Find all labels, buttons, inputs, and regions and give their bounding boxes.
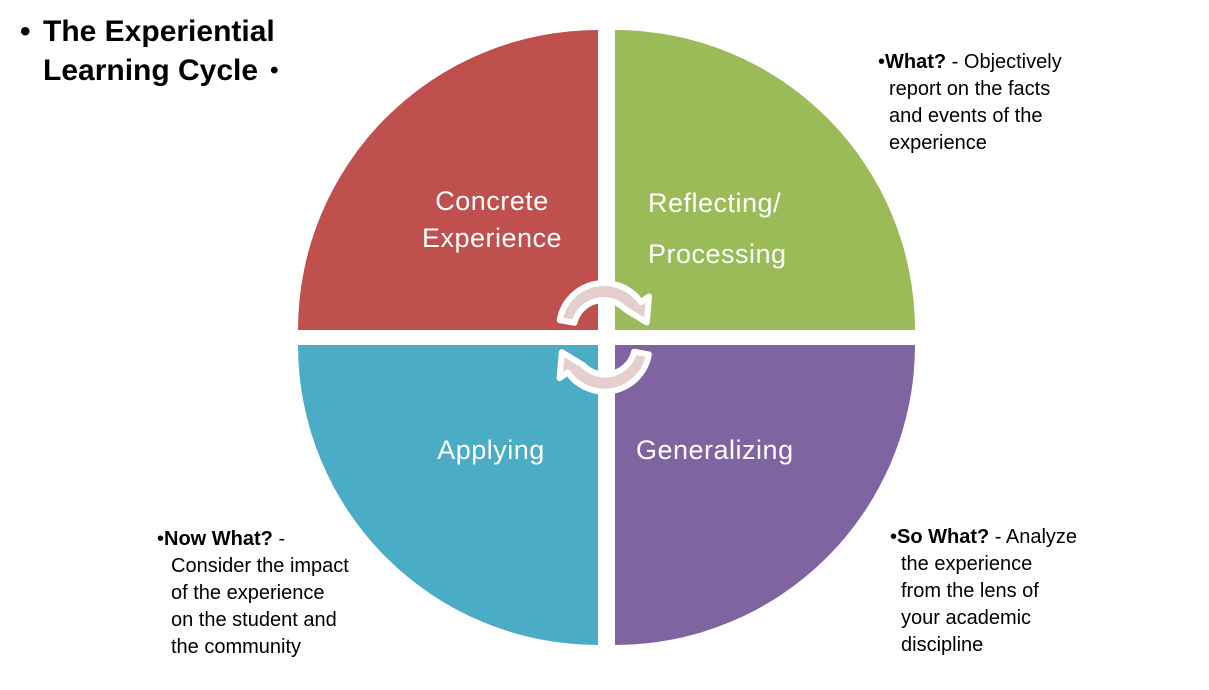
note-line: of the experience: [171, 582, 325, 604]
quadrant-label-concrete-experience: Concrete Experience: [362, 183, 622, 257]
label-line: Concrete: [435, 186, 549, 216]
note-lead: So What?: [897, 526, 990, 548]
note-line: the experience: [901, 553, 1033, 575]
quadrant-generalizing: Generalizing: [615, 345, 915, 645]
title-text-1: The Experiential: [43, 15, 275, 48]
label-line: Experience: [421, 223, 563, 253]
note-lead: What?: [885, 51, 947, 73]
note-line: •So What? - Analyze: [890, 524, 1077, 551]
title-trailing-bullet: •: [270, 57, 279, 84]
note-now-what: •Now What? - Consider the impact of the …: [157, 526, 349, 661]
note-line: report on the facts: [889, 78, 1051, 100]
slide-title: • The Experiential Learning Cycle •: [20, 12, 278, 90]
quadrant-concrete-experience: Concrete Experience: [298, 30, 598, 330]
quadrant-reflecting-processing: Reflecting/ Processing: [615, 30, 915, 330]
label-line: Processing: [648, 239, 787, 269]
title-text-2: Learning Cycle: [43, 54, 259, 87]
note-line: experience: [889, 132, 987, 154]
label-line: Reflecting/: [648, 188, 782, 218]
note-line: the community: [171, 636, 302, 658]
note-bullet: •: [890, 526, 898, 548]
note-line: discipline: [901, 634, 984, 656]
note-line: from the lens of: [901, 580, 1039, 602]
note-line: your academic: [901, 607, 1032, 629]
note-line: •What? - Objectively: [878, 49, 1062, 76]
title-line-1: • The Experiential: [20, 12, 278, 51]
note-line: on the student and: [171, 609, 337, 631]
note-line: •Now What? -: [157, 526, 349, 553]
note-bullet: •: [157, 528, 165, 550]
title-line-2: Learning Cycle •: [20, 51, 278, 90]
note-lead-rest: - Objectively: [946, 51, 1062, 73]
title-bullet: •: [20, 15, 31, 48]
note-lead: Now What?: [164, 528, 273, 550]
note-line: Consider the impact: [171, 555, 349, 577]
note-so-what: •So What? - Analyze the experience from …: [890, 524, 1077, 659]
quadrant-label-reflecting-processing: Reflecting/ Processing: [648, 178, 787, 280]
note-bullet: •: [878, 51, 886, 73]
note-line: and events of the: [889, 105, 1043, 127]
note-lead-rest: -: [272, 528, 286, 550]
quadrant-label-generalizing: Generalizing: [636, 435, 794, 465]
note-lead-rest: - Analyze: [989, 526, 1078, 548]
quadrant-label-applying: Applying: [437, 435, 545, 465]
note-what: •What? - Objectively report on the facts…: [878, 49, 1062, 157]
